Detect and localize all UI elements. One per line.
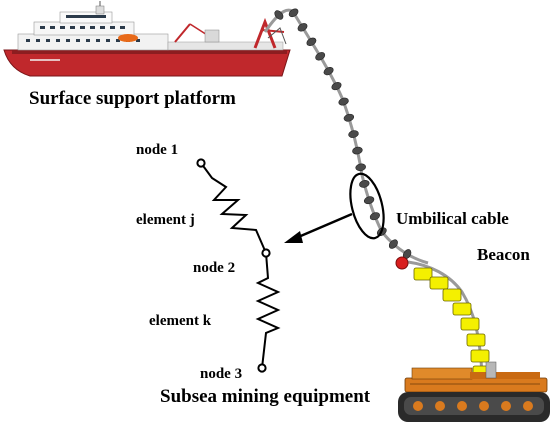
node-1-marker [196, 158, 206, 168]
cable-segment [323, 66, 334, 76]
cable-segment [306, 37, 317, 47]
cable-segment [338, 97, 349, 106]
node-2-marker [261, 248, 271, 258]
cable-segment [343, 113, 355, 122]
buoyancy-module [442, 288, 462, 302]
highlight-ellipse [349, 172, 385, 240]
node-3-marker [257, 363, 267, 373]
buoyancy-module [470, 349, 490, 363]
buoyancy-module [460, 317, 480, 331]
cable-segment [355, 163, 366, 172]
buoyancy-module [413, 267, 433, 281]
umbilical-cable [263, 8, 429, 265]
arrow-icon [284, 212, 353, 243]
element-j-label: element j [136, 212, 195, 228]
subsea-equipment-label: Subsea mining equipment [160, 386, 371, 407]
umbilical-cable-label: Umbilical cable [396, 209, 509, 228]
element-k-label: element k [149, 313, 212, 329]
cable-segment [363, 196, 375, 205]
beacon-icon [395, 256, 409, 270]
surface-platform-label: Surface support platform [29, 88, 236, 109]
cable-segment [388, 239, 398, 249]
cable-segment [331, 82, 342, 91]
node-2-label: node 2 [193, 260, 236, 276]
cable-segment [348, 130, 359, 138]
cable-segment [288, 8, 299, 18]
node-1-label: node 1 [136, 142, 179, 158]
cable-segment [274, 10, 284, 20]
buoyancy-module [452, 302, 472, 316]
crawler-icon [398, 361, 550, 422]
cable-segment [315, 52, 326, 61]
node-3-label: node 3 [200, 366, 243, 382]
cable-segment-group [274, 8, 412, 260]
spring-icon [200, 162, 281, 369]
buoyancy-module [429, 276, 449, 290]
buoyancy-module [466, 333, 486, 347]
buoyancy-module-group [407, 260, 492, 379]
cable-segment [352, 146, 363, 155]
cable-segment [369, 212, 381, 221]
beacon-label: Beacon [477, 245, 530, 264]
ship-icon [3, 1, 291, 77]
cable-segment [359, 180, 370, 188]
cable-segment [297, 23, 308, 32]
